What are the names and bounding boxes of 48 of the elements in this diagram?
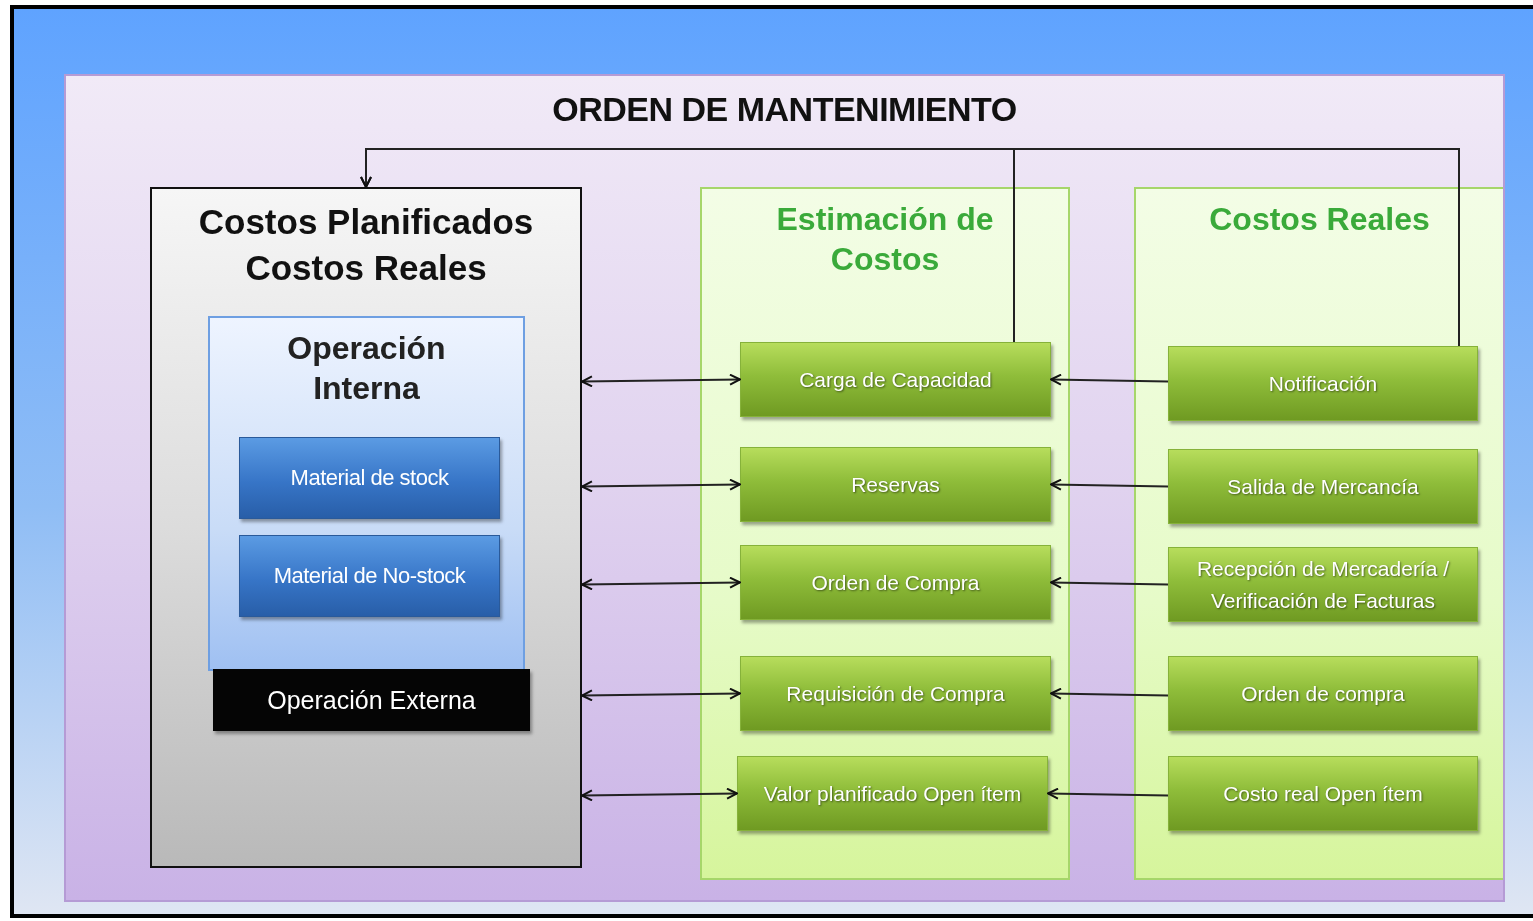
arrow bbox=[581, 478, 741, 493]
box-label: Carga de Capacidad bbox=[798, 366, 993, 393]
box-label: Recepción de Mercadería / Verificación de Facturas bbox=[1195, 555, 1451, 614]
box-label: Salida de Mercancía bbox=[1226, 473, 1420, 500]
process-box bbox=[740, 342, 1051, 417]
arrow bbox=[1047, 787, 1169, 800]
cost-panel bbox=[150, 187, 582, 868]
category-panel bbox=[700, 187, 1070, 880]
process-box bbox=[1168, 756, 1478, 831]
diagram-panel bbox=[64, 74, 1505, 902]
arrow bbox=[581, 576, 741, 591]
panel-heading: Costos Planificados bbox=[197, 201, 535, 243]
process-box bbox=[737, 756, 1048, 831]
box-label: Reservas bbox=[850, 471, 941, 498]
process-box bbox=[740, 656, 1051, 731]
panel-heading: Costos Reales bbox=[244, 247, 488, 289]
box-label: Notificación bbox=[1267, 370, 1379, 397]
operation-box bbox=[213, 669, 530, 731]
category-panel bbox=[1134, 187, 1503, 880]
box-label: Requisición de Compra bbox=[785, 680, 1006, 707]
box-label: Costo real Open ítem bbox=[1222, 780, 1424, 807]
material-box bbox=[239, 437, 500, 519]
arrow bbox=[1050, 373, 1169, 386]
arrow bbox=[1050, 687, 1169, 700]
arrow bbox=[581, 373, 741, 388]
process-box bbox=[740, 545, 1051, 620]
process-box bbox=[1168, 547, 1478, 622]
operation-panel bbox=[208, 316, 525, 671]
process-box bbox=[1168, 449, 1478, 524]
arrow bbox=[581, 687, 741, 702]
process-box bbox=[1168, 346, 1478, 421]
process-box bbox=[1168, 656, 1478, 731]
box-label: Material de stock bbox=[290, 465, 449, 491]
box-label: Valor planificado Open ítem bbox=[762, 780, 1023, 807]
box-label: Material de No-stock bbox=[273, 563, 466, 589]
arrow bbox=[1050, 478, 1169, 491]
box-label: Orden de compra bbox=[1240, 680, 1406, 707]
process-box bbox=[740, 447, 1051, 522]
arrow bbox=[1050, 576, 1169, 589]
panel-heading: ORDEN DE MANTENIMIENTO bbox=[551, 90, 1018, 129]
box-label: Operación Externa bbox=[267, 685, 476, 715]
box-label: Orden de Compra bbox=[810, 569, 981, 596]
panel-heading: Operación Interna bbox=[286, 329, 447, 408]
arrow bbox=[360, 148, 1460, 347]
material-box bbox=[239, 535, 500, 617]
arrow bbox=[581, 787, 738, 802]
panel-heading: Costos Reales bbox=[1208, 200, 1431, 239]
panel-heading: Estimación de Costos bbox=[775, 200, 995, 279]
